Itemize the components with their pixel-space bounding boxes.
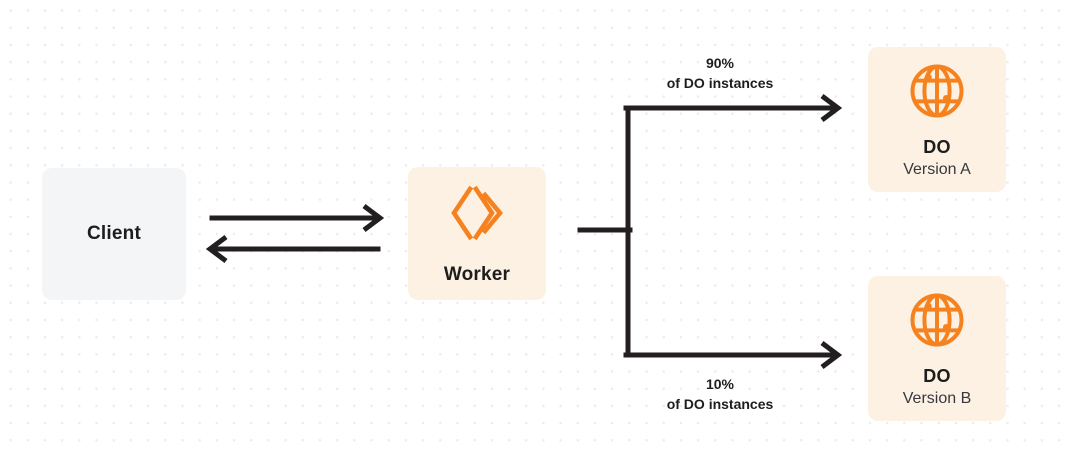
node-client[interactable]: Client bbox=[42, 168, 186, 300]
durable-object-globe-icon bbox=[908, 62, 966, 125]
node-do-a-subtitle: Version A bbox=[903, 161, 971, 179]
edge-label-do-a: 90% of DO instances bbox=[599, 53, 841, 94]
edge-worker-to-do-a bbox=[623, 94, 843, 122]
durable-object-globe-icon bbox=[908, 291, 966, 354]
node-worker-title: Worker bbox=[443, 264, 511, 285]
edge-client-to-worker bbox=[209, 204, 385, 232]
node-do-b-subtitle: Version B bbox=[902, 390, 972, 408]
edge-label-do-b: 10% of DO instances bbox=[599, 374, 841, 415]
edge-worker-to-do-b bbox=[623, 341, 843, 369]
edge-label-do-b-caption: of DO instances bbox=[666, 396, 774, 413]
edge-label-do-a-caption: of DO instances bbox=[666, 75, 774, 92]
node-do-b-title: DO bbox=[923, 365, 951, 386]
node-do-a-title: DO bbox=[923, 136, 951, 157]
node-worker[interactable]: Worker bbox=[408, 167, 546, 300]
node-client-title: Client bbox=[87, 223, 141, 244]
node-do-version-a[interactable]: DO Version A bbox=[868, 47, 1006, 192]
cloudflare-workers-icon bbox=[445, 181, 509, 250]
edge-label-do-a-percent: 90% bbox=[705, 55, 735, 71]
edge-worker-split-bus bbox=[577, 105, 633, 358]
node-do-version-b[interactable]: DO Version B bbox=[868, 276, 1006, 421]
edge-worker-to-client bbox=[205, 235, 381, 263]
edge-label-do-b-percent: 10% bbox=[705, 376, 735, 392]
